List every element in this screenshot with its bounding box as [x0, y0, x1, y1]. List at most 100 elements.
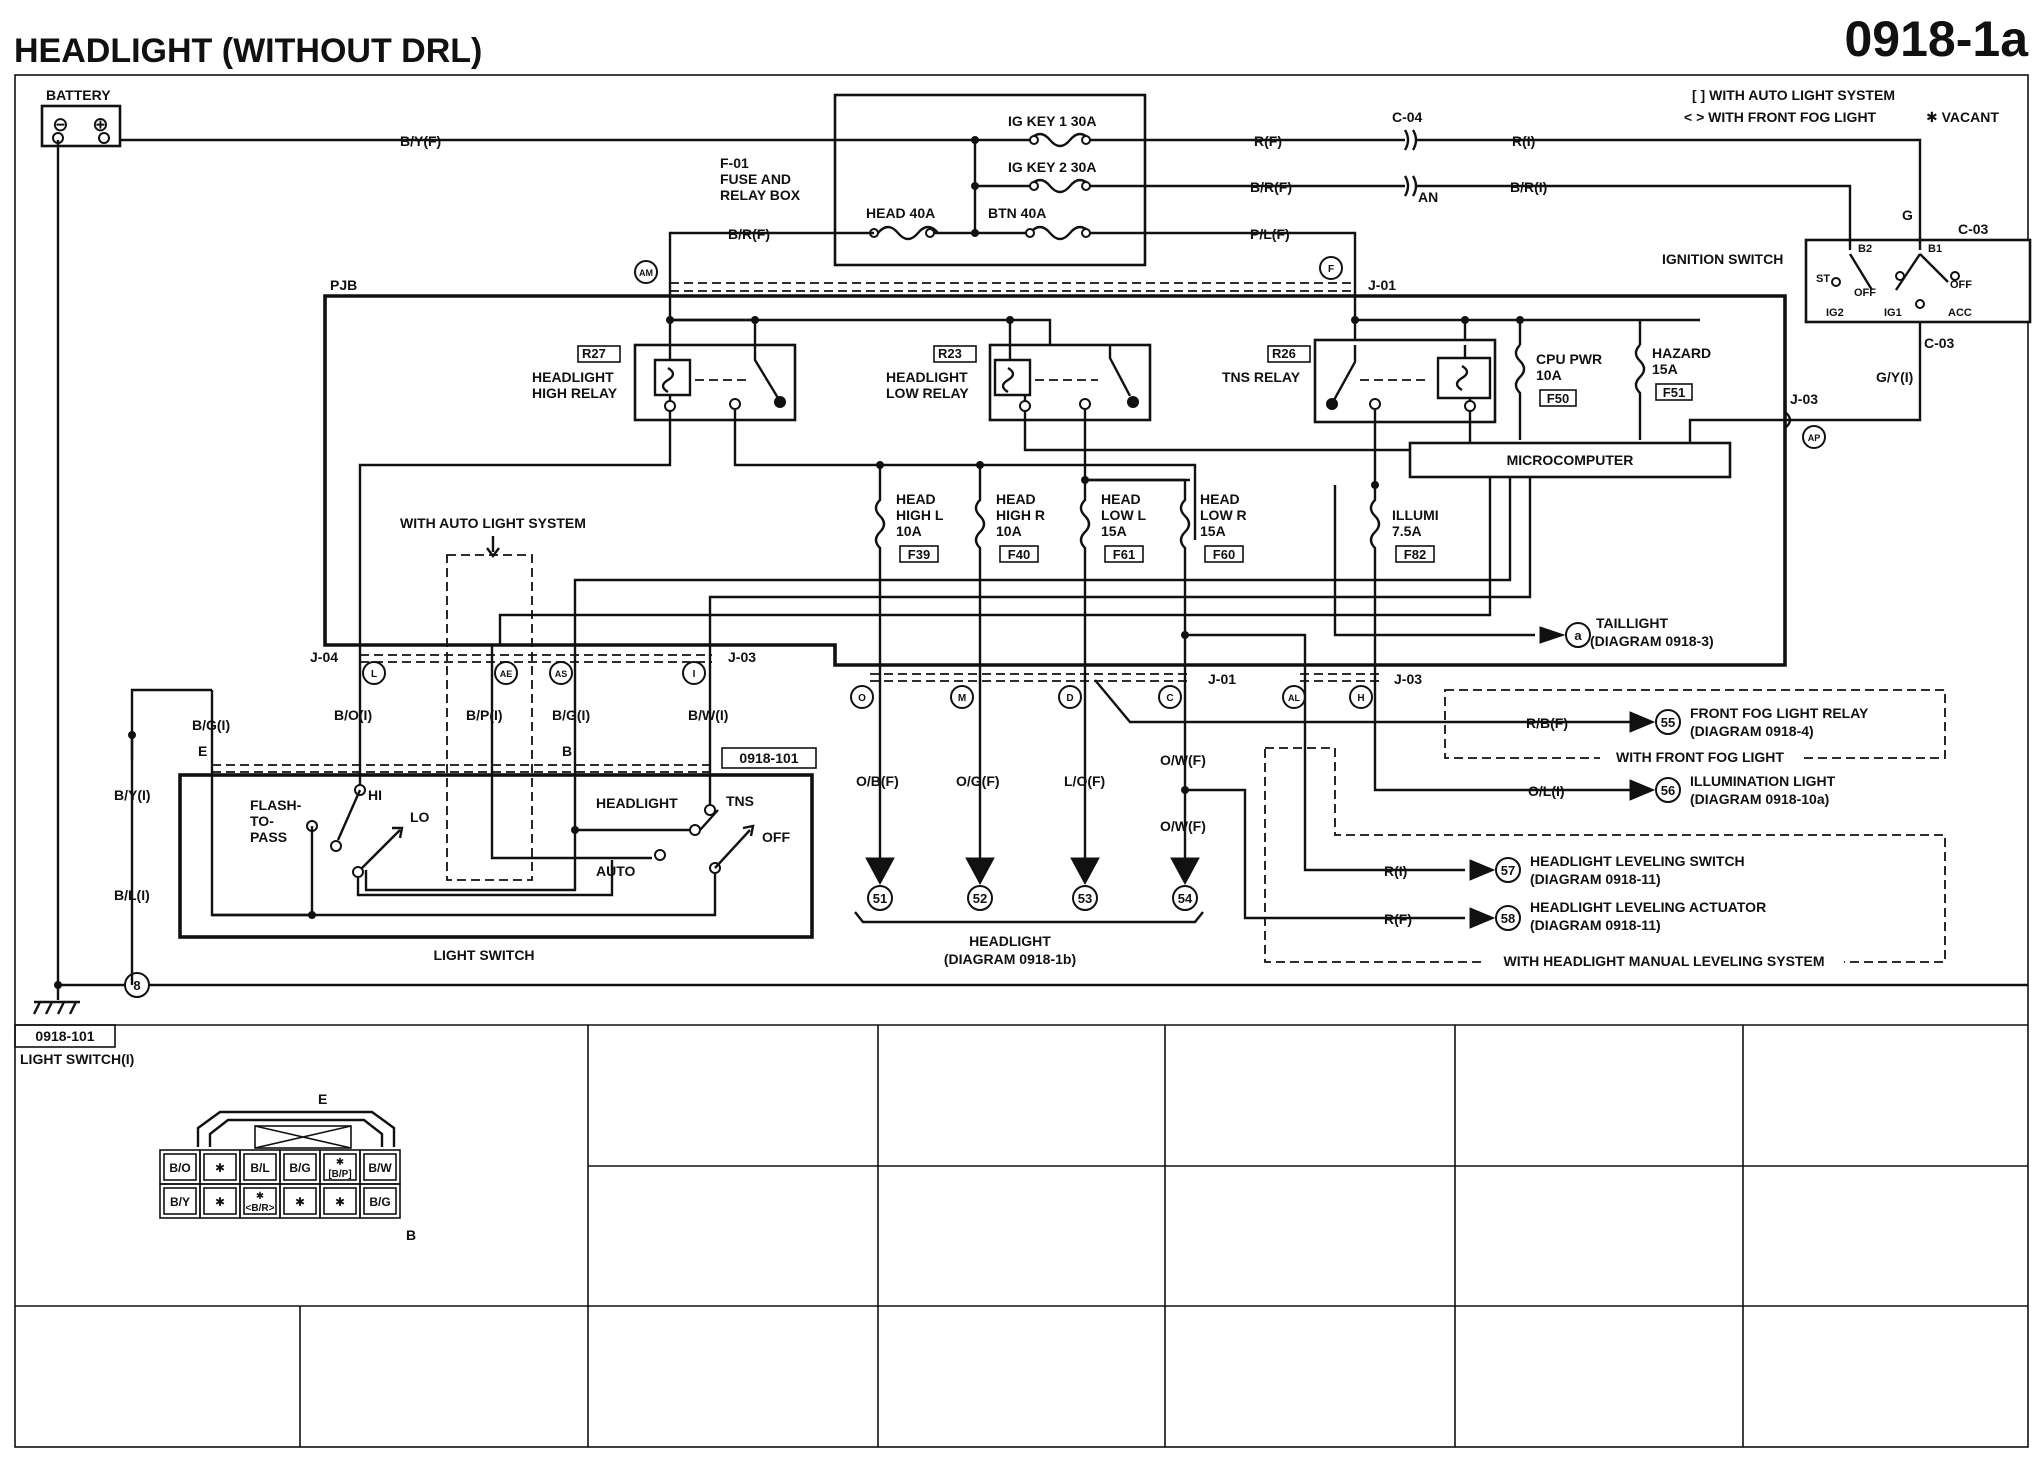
- connector-pin-cell: [359, 1183, 401, 1219]
- fuse-hazard-label-2: 15A: [1652, 361, 1678, 377]
- node-51-label: 51: [873, 891, 887, 906]
- arrow-58: [1469, 907, 1496, 929]
- bus-head-to-relays: [668, 285, 757, 345]
- switch-auto: AUTO: [596, 863, 636, 879]
- wire-label-bwi: B/W(I): [688, 707, 728, 723]
- switch-lo: LO: [410, 809, 430, 825]
- wire-left-ground: [130, 688, 212, 985]
- node-51: [867, 885, 893, 911]
- ignition-st: ST: [1816, 273, 1830, 285]
- fuse-hhl-1: HEAD: [896, 491, 936, 507]
- switch-lo-path: [356, 860, 614, 897]
- fuse-head-high-l: [874, 465, 886, 665]
- leveling-group-bg: [1484, 952, 1844, 970]
- connector-pin-label: <B/R>: [246, 1203, 275, 1214]
- connector-pin-inner: [363, 1153, 397, 1181]
- leveling-actuator-2: (DIAGRAM 0918-11): [1530, 917, 1661, 933]
- connector-j03-right: J-03: [1790, 391, 1818, 407]
- node-53: [1072, 885, 1098, 911]
- node-57-label: 57: [1501, 863, 1515, 878]
- switch-lever-tns: [714, 829, 751, 869]
- ground-point-number: 8: [133, 978, 140, 993]
- arrow-54: [1170, 857, 1200, 886]
- fuse-ig-key-2-label: IG KEY 2 30A: [1008, 159, 1096, 175]
- connector-pin-inner: [163, 1153, 197, 1181]
- wire-gyi: [1785, 322, 1922, 422]
- node-58-label: 58: [1501, 911, 1515, 926]
- leveling-actuator-1: HEADLIGHT LEVELING ACTUATOR: [1530, 899, 1766, 915]
- fuse-head: [877, 225, 939, 241]
- node-o-label: O: [858, 693, 866, 704]
- wire-to-leveling-actuator: [1185, 788, 1465, 920]
- c04-wires: [1300, 138, 1405, 188]
- node-i: [682, 661, 706, 685]
- relay-terminal: [1369, 398, 1381, 410]
- bus-head-to-low-relay: [670, 318, 1052, 345]
- node-as-label: AS: [555, 669, 568, 679]
- fuse-terminal: [1029, 181, 1039, 191]
- leveling-dashed-box: [1264, 747, 1946, 963]
- bus-btn: [1353, 285, 1700, 322]
- connector-b: B: [562, 743, 572, 759]
- node-56-label: 56: [1661, 783, 1675, 798]
- pjb-boundary: [323, 294, 1787, 667]
- fuse-terminal: [1081, 135, 1091, 145]
- wire-micro-to-switch-2: [708, 477, 1532, 645]
- fuse-terminal: [925, 228, 935, 238]
- junction-dot: [971, 229, 979, 237]
- connector-pin-inner: [243, 1153, 277, 1181]
- wire-label-ogf: O/G(F): [956, 773, 1000, 789]
- junction-dot: [751, 316, 759, 324]
- fuse-head-high-r: [974, 465, 986, 665]
- fuse-head-label: HEAD 40A: [866, 205, 935, 221]
- connector-j01-top: J-01: [1368, 277, 1396, 293]
- connector-j04: J-04: [310, 649, 338, 665]
- relay-terminal: [1079, 398, 1091, 410]
- taillight-label-1: TAILLIGHT: [1596, 615, 1669, 631]
- page-code: 0918-1a: [1845, 11, 2030, 67]
- ignition-off: OFF: [1950, 279, 1972, 291]
- switch-flash-path: [210, 775, 314, 917]
- light-switch-label: LIGHT SWITCH: [433, 947, 534, 963]
- connector-pin-label: ✱: [336, 1157, 344, 1168]
- connector-pin-label: B/O: [169, 1161, 190, 1175]
- arrow-51: [865, 857, 895, 886]
- wire-label-byi: B/Y(I): [114, 787, 151, 803]
- switch-lever-hi: [336, 789, 362, 841]
- switch-terminal: [654, 849, 666, 861]
- front-fog-group-bg: [1600, 748, 1800, 766]
- shield-line-right: [1300, 673, 1380, 682]
- relay-tag-box: [933, 345, 977, 363]
- ignition-switch: [1804, 238, 2032, 324]
- arrow-56: [1629, 779, 1656, 801]
- fuse-illumi-1: ILLUMI: [1392, 507, 1439, 523]
- fuse-tag-box: [999, 545, 1039, 563]
- fuse-hll-3: 15A: [1101, 523, 1127, 539]
- switch-terminal: [330, 840, 342, 852]
- ignition-connector-c03-b: C-03: [1924, 335, 1955, 351]
- node-d: [1058, 685, 1082, 709]
- node-52: [967, 885, 993, 911]
- arrow-55: [1629, 711, 1656, 733]
- legend-auto-light: [ ] WITH AUTO LIGHT SYSTEM: [1692, 87, 1895, 103]
- ignition-terminal: [1895, 271, 1905, 281]
- switch-hi: HI: [368, 787, 382, 803]
- microcomputer: [1408, 441, 1732, 479]
- ignition-inputs: [1848, 240, 1922, 250]
- fuse-cpu-pwr: [1514, 344, 1526, 440]
- leveling-switch-2: (DIAGRAM 0918-11): [1530, 871, 1661, 887]
- fuse-tag-box: [1104, 545, 1144, 563]
- node-58: [1495, 905, 1521, 931]
- fuse-ig-key-2: [1029, 178, 1091, 194]
- fuse-illumi: [1369, 485, 1381, 665]
- fusebox-desc-2: RELAY BOX: [720, 187, 801, 203]
- front-fog-relay-2: (DIAGRAM 0918-4): [1690, 723, 1814, 739]
- connector-pin-label: ✱: [215, 1195, 225, 1209]
- relay-terminal: [729, 398, 741, 410]
- fuse-cpu-label-1: CPU PWR: [1536, 351, 1602, 367]
- fuse-hhr-tag: F40: [1008, 547, 1030, 562]
- relay-tag-box: [577, 345, 621, 363]
- shield-line-headlight: [870, 673, 1190, 682]
- connector-view-key: [254, 1125, 352, 1149]
- connector-pin-label: B/Y: [170, 1195, 190, 1209]
